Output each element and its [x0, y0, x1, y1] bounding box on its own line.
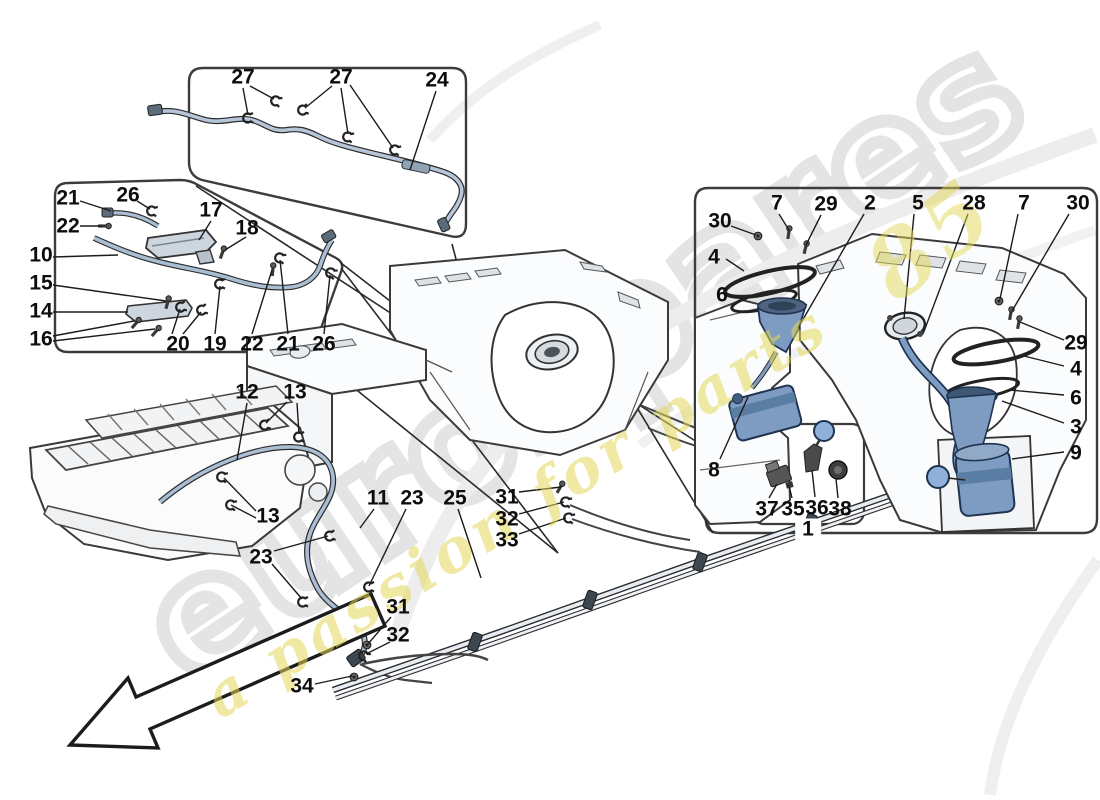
- leader-line: [52, 328, 156, 342]
- leader-line: [730, 225, 757, 236]
- leader-line: [236, 402, 248, 461]
- leader-line: [359, 508, 375, 529]
- leader-line: [1009, 389, 1065, 396]
- leader-line: [349, 84, 394, 149]
- leader-line: [1023, 355, 1065, 367]
- leader-line: [182, 311, 202, 335]
- leader-line: [230, 504, 257, 519]
- leader-line: [518, 501, 565, 515]
- leader-line: [265, 401, 288, 424]
- leader-line: [242, 87, 249, 116]
- leader-line: [224, 236, 247, 251]
- leader-line: [457, 508, 482, 579]
- leader-line: [323, 274, 331, 335]
- leader-line: [171, 308, 181, 335]
- leader-line: [365, 641, 391, 655]
- leader-line: [922, 213, 969, 335]
- leader-line: [271, 563, 303, 600]
- leader-line: [367, 616, 392, 645]
- leader-line: [214, 285, 221, 335]
- leader-line: [999, 213, 1019, 300]
- leader-line: [1019, 321, 1065, 341]
- leader-line: [805, 214, 822, 246]
- leader-line: [279, 259, 289, 335]
- leader-line: [797, 213, 865, 329]
- leader-line: [518, 517, 567, 535]
- leader-line: [340, 87, 349, 135]
- vent-pipe-drawing: [147, 93, 465, 233]
- leader-line: [296, 402, 300, 435]
- leader-line: [79, 200, 112, 212]
- leader-line: [368, 508, 407, 587]
- leader-line: [811, 469, 816, 498]
- leader-line: [52, 254, 119, 258]
- leader-line: [1011, 213, 1070, 312]
- leader-line: [719, 396, 749, 460]
- leader-line: [732, 296, 748, 300]
- leader-line: [788, 485, 793, 499]
- leader-line: [835, 478, 839, 499]
- leader-line: [518, 486, 562, 493]
- leader-line: [223, 477, 257, 512]
- leader-line: [273, 535, 329, 552]
- fuel-pipes-drawing: [92, 204, 339, 339]
- leader-line: [52, 320, 135, 337]
- leader-line: [304, 85, 333, 109]
- leader-line: [903, 213, 915, 320]
- leader-line: [409, 90, 437, 171]
- engine-drawing: [28, 385, 328, 562]
- leader-line: [136, 200, 151, 210]
- leader-line: [1001, 400, 1065, 424]
- direction-arrow: [66, 591, 388, 750]
- leader-line: [52, 284, 167, 302]
- leader-line: [251, 269, 273, 335]
- callout-box-top: [187, 66, 468, 238]
- callout-box-left: [53, 178, 344, 354]
- leader-line: [249, 85, 275, 100]
- leader-line: [198, 220, 212, 241]
- leader-line: [768, 483, 778, 499]
- leader-line: [725, 258, 745, 272]
- leader-line: [778, 213, 790, 231]
- leader-lines: [52, 84, 1070, 685]
- leader-line: [1011, 451, 1065, 460]
- leader-line: [314, 675, 353, 685]
